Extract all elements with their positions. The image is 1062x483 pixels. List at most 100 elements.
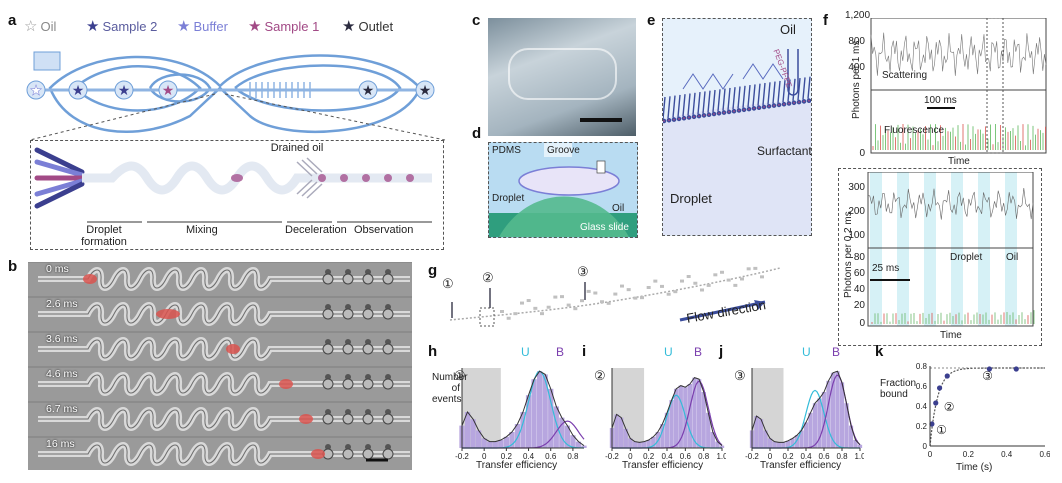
surfactant-tail [772, 81, 776, 104]
droplet-dot [666, 292, 671, 296]
panel-letter-g: g [428, 262, 438, 279]
hist-bar [509, 432, 515, 448]
droplet-dot [533, 306, 538, 310]
x-tick-label: -0.2 [455, 452, 469, 460]
droplet-dot [760, 275, 764, 279]
droplet-marker [345, 339, 351, 345]
droplet-marker [325, 269, 331, 275]
tracked-droplet [299, 414, 313, 424]
hist-bar [763, 430, 768, 448]
legend-label: Buffer [193, 19, 228, 34]
total-fit-curve [611, 377, 723, 446]
hist-bar [614, 414, 619, 448]
surfactant-tail [782, 80, 786, 103]
droplet-dot [633, 296, 638, 300]
scalebar-bottom-label: 25 ms [872, 263, 900, 274]
hist-bar [559, 417, 565, 448]
droplet [342, 378, 354, 390]
surfactant-head [686, 115, 692, 120]
droplet [342, 308, 354, 320]
surfactant-tail [762, 82, 766, 106]
x-tick-label: 0 [928, 450, 933, 459]
u-label-j: U [802, 345, 811, 359]
inner-loop [74, 65, 202, 112]
hist-bar [492, 441, 498, 448]
droplet-dot [733, 283, 738, 287]
y-tick-label: 0.4 [916, 402, 928, 411]
droplet [322, 413, 334, 425]
droplet-label-e: Droplet [670, 191, 712, 206]
droplet-dot [553, 295, 558, 299]
droplet-marker [345, 269, 351, 275]
trace-plot-bottom [867, 172, 1035, 327]
tick: 800 [848, 36, 865, 47]
hist-bar [651, 436, 656, 448]
droplet-dot [586, 289, 591, 293]
x-tick-label: 0.4 [1001, 450, 1013, 459]
flow-path [449, 266, 781, 327]
droplet-dot [673, 290, 678, 294]
droplet-band [897, 172, 909, 326]
legend-buffer: ★Buffer [177, 17, 228, 35]
surfactant-tail [732, 87, 736, 110]
marker-label: ② [944, 400, 955, 414]
droplet [322, 308, 334, 320]
droplet [362, 413, 374, 425]
stage-droplet-formation: Droplet formation [81, 224, 127, 248]
hist-bar [481, 438, 487, 448]
surfactant-head [666, 118, 672, 123]
stage-mixing: Mixing [186, 224, 218, 236]
droplet-dot [726, 278, 731, 282]
trace-line [867, 187, 1034, 220]
hist-bar [817, 398, 822, 448]
droplet-dot [746, 267, 751, 271]
surfactant-head [771, 103, 777, 108]
surfactant-tail [752, 84, 756, 107]
surfactant-tail [682, 94, 686, 117]
oil-label-e: Oil [780, 22, 796, 37]
surfactant-head [696, 113, 702, 119]
droplet-marker [385, 304, 391, 310]
droplet [342, 273, 354, 285]
oil-label: Oil [612, 203, 625, 214]
right-loop [234, 64, 402, 112]
scattering-label: Scattering [882, 70, 928, 81]
channel-edge [38, 374, 410, 394]
droplet-band [1005, 172, 1017, 326]
marker-label: ① [936, 423, 947, 437]
surfactant-head [706, 112, 712, 117]
hist-bar [514, 424, 521, 448]
droplet-marker [345, 409, 351, 415]
star-icon: ☆ [24, 18, 38, 35]
hist-bar [498, 440, 504, 448]
x-tick-label: 0 [628, 452, 633, 460]
droplet [362, 448, 374, 460]
droplet-marker [345, 374, 351, 380]
surfactant-head [801, 99, 807, 104]
hist-bar [794, 435, 800, 448]
hist-bar [664, 412, 670, 448]
droplet-dot [680, 279, 684, 283]
x-tick-label: 0 [768, 452, 773, 460]
panel-letter-j: j [719, 343, 724, 360]
x-tick-label: 0.4 [523, 452, 535, 460]
chip-outline [508, 48, 617, 100]
legend-sample-2: ★Sample 2 [86, 17, 157, 35]
panel-letter-d: d [472, 125, 482, 142]
tracked-droplet [83, 274, 97, 284]
hist-bar [754, 416, 759, 448]
hist-bar [772, 441, 777, 448]
droplet [322, 273, 334, 285]
channel-edge [38, 409, 410, 429]
star-icon: ★ [86, 18, 100, 35]
stage-deceleration: Deceleration [285, 224, 347, 236]
panel-letter-k: k [875, 343, 884, 360]
surfactant-head [676, 116, 682, 122]
surfactant-head [781, 101, 787, 107]
droplet-dot [646, 286, 651, 290]
surfactant-tail [672, 95, 676, 118]
hist-bar [581, 445, 587, 448]
data-point [936, 385, 943, 391]
hist-bar [701, 392, 706, 448]
